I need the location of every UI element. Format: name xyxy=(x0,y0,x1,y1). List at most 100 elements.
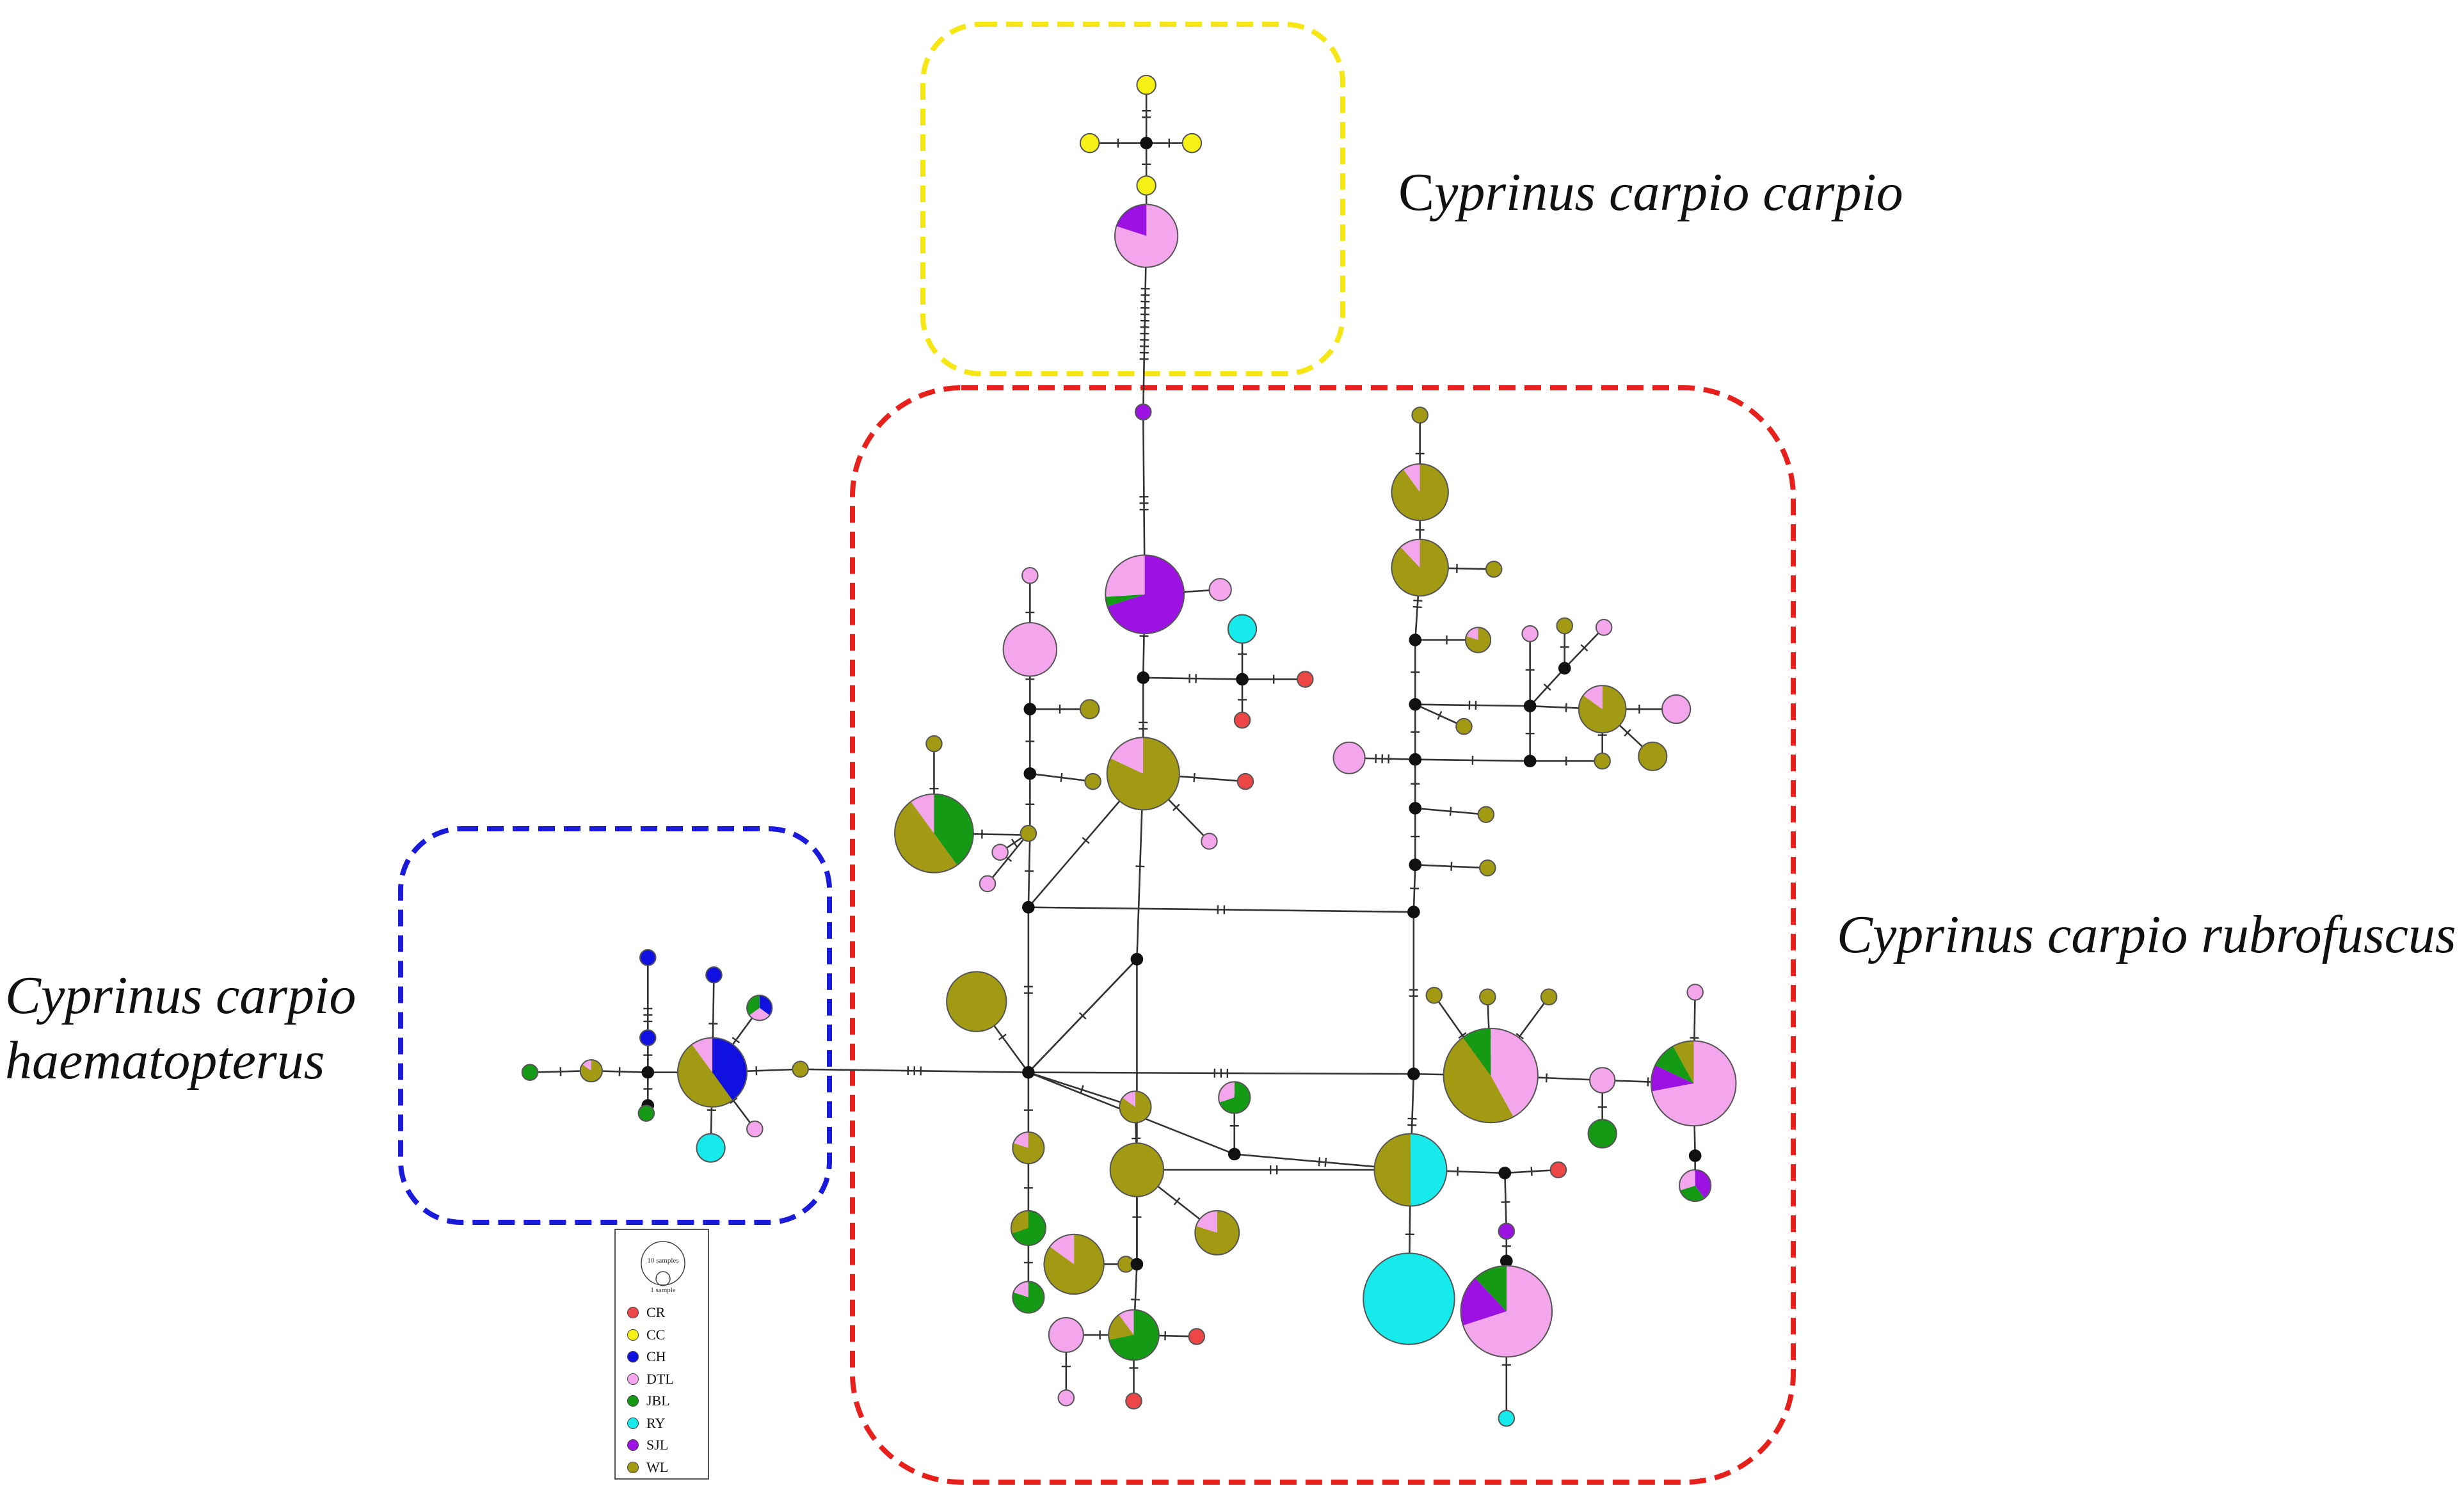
haplotype-node-w8 xyxy=(792,1060,809,1078)
pie-slice-wl xyxy=(1107,737,1180,810)
pie-slice-dtl xyxy=(1466,627,1478,640)
legend-swatch-cc xyxy=(627,1329,639,1341)
pie-outline xyxy=(676,1037,748,1108)
haplotype-ry xyxy=(1363,1252,1455,1345)
haplotype-node-d3 xyxy=(1021,566,1039,584)
haplotype-node-j3 xyxy=(1587,1119,1617,1149)
pie-outline xyxy=(1105,554,1185,635)
pie-slice-wl xyxy=(1443,1037,1514,1123)
mutation-tick xyxy=(1082,836,1090,844)
haplotype-node-w2 xyxy=(1079,699,1100,719)
haplotype-wl xyxy=(1020,824,1037,842)
haplotype-node-w9 xyxy=(1411,406,1428,424)
group-label-haematopterus-line1: Cyprinus carpio xyxy=(5,966,356,1025)
mutation-tick xyxy=(1413,599,1423,602)
haplotype-ry xyxy=(1227,614,1258,644)
haplotype-node-w10 xyxy=(1391,463,1449,522)
pie-outline xyxy=(1373,1133,1448,1207)
haplotype-cr xyxy=(1236,772,1254,790)
legend-entry-ry: RY xyxy=(627,1412,674,1435)
haplotype-wl xyxy=(1638,741,1668,771)
median-vector-mvH4 xyxy=(1228,1147,1241,1161)
mutation-tick xyxy=(1580,644,1588,652)
haplotype-node-ry2 xyxy=(696,1133,726,1163)
pie-slice-wl xyxy=(1465,627,1491,653)
haplotype-cr xyxy=(1297,671,1314,688)
pie-slice-wl xyxy=(1195,1210,1240,1255)
pie-outline xyxy=(1578,685,1627,733)
pie-slice-dtl xyxy=(1119,1309,1134,1335)
haplotype-wl xyxy=(1455,717,1473,735)
haplotype-node-d16 xyxy=(1057,1389,1075,1407)
haplotype-node-j6 xyxy=(1012,1281,1045,1314)
haplotype-node-w15 xyxy=(1477,806,1495,824)
haplotype-node-w3 xyxy=(1084,772,1101,790)
haplotype-wl xyxy=(946,971,1007,1032)
median-vector-mvC2 xyxy=(1409,698,1422,711)
legend-label-dtl: DTL xyxy=(646,1370,674,1387)
pie-slice-wl xyxy=(1108,1314,1134,1340)
haplotype-dtl xyxy=(1521,625,1539,643)
median-vector-mvA xyxy=(1137,671,1150,684)
pie-slice-wl xyxy=(1011,1210,1028,1234)
pie-outline xyxy=(1108,1309,1160,1361)
haplotype-node-d9 xyxy=(1521,625,1539,643)
haplotype-wl xyxy=(1425,986,1443,1004)
pie-slice-sjl xyxy=(1116,204,1147,236)
haplotype-node-w23 xyxy=(1540,988,1558,1006)
median-vector-mvH xyxy=(641,1066,655,1079)
pie-slice-jbl xyxy=(1655,1046,1694,1083)
haplotype-wl xyxy=(1479,988,1496,1006)
haplotype-wl xyxy=(925,735,943,753)
legend-entry-jbl: JBL xyxy=(627,1390,674,1412)
pie-outline xyxy=(1460,1265,1553,1358)
haplotype-sjl xyxy=(1498,1222,1516,1240)
group-box-carpio xyxy=(920,22,1345,376)
haplotype-node-cc3 xyxy=(1181,132,1203,154)
pie-slice-jbl xyxy=(1012,1210,1046,1245)
haplotype-node-big xyxy=(1443,1027,1539,1124)
haplotype-node-w17 xyxy=(1556,617,1574,635)
pie-slice-wl xyxy=(1673,1041,1694,1083)
legend-label-sjl: SJL xyxy=(646,1437,669,1453)
haplotype-node-j1 xyxy=(521,1064,539,1081)
pie-slice-sjl xyxy=(1695,1170,1711,1199)
pie-slice-dtl xyxy=(1050,1234,1075,1265)
pie-slice-dtl xyxy=(1219,1082,1235,1103)
haplotype-node-ch2 xyxy=(639,1029,657,1046)
pie-outline xyxy=(1464,627,1492,653)
group-label-haematopterus: Cyprinus carpio haematopterus xyxy=(5,963,356,1094)
group-label-haematopterus-line2: haematopterus xyxy=(5,1031,325,1091)
haplotype-node-w20 xyxy=(1594,752,1611,770)
haplotype-cc xyxy=(1079,132,1100,154)
haplotype-node-top xyxy=(1114,204,1179,268)
legend-entry-dtl: DTL xyxy=(627,1368,674,1391)
haplotype-node-dj xyxy=(1650,1040,1737,1127)
legend-scale-small-label: 1 sample xyxy=(650,1286,676,1294)
legend-scale-large-label: 10 samples xyxy=(647,1257,679,1265)
pie-slice-dtl xyxy=(911,794,934,834)
pie-slice-dtl xyxy=(1491,1028,1538,1117)
haplotype-sjl xyxy=(1134,403,1152,421)
pie-slice-dtl xyxy=(1115,204,1178,268)
haplotype-dtl xyxy=(746,1120,764,1138)
pie-slice-jbl xyxy=(1462,1028,1491,1076)
haplotype-node-h1 xyxy=(1105,554,1185,635)
haplotype-wl xyxy=(1485,561,1503,578)
median-vector-mvX3 xyxy=(1523,755,1537,768)
pie-slice-dtl xyxy=(1652,1041,1736,1126)
haplotype-jbl xyxy=(1587,1119,1617,1149)
haplotype-node-d4 xyxy=(1002,621,1058,677)
pie-outline xyxy=(579,1059,604,1083)
haplotype-ry xyxy=(696,1133,726,1163)
haplotype-node-w19 xyxy=(1638,741,1668,771)
median-vector-central xyxy=(1022,1066,1035,1079)
legend-label-cc: CC xyxy=(646,1326,666,1343)
haplotype-wl xyxy=(792,1060,809,1078)
haplotype-node-d15 xyxy=(1048,1316,1084,1354)
median-vector-mv6 xyxy=(1407,906,1420,918)
mutation-tick xyxy=(1565,703,1567,712)
haplotype-node-w25 xyxy=(1109,1142,1165,1197)
pie-slice-wl xyxy=(677,1044,733,1107)
mutation-tick xyxy=(1130,1298,1140,1301)
